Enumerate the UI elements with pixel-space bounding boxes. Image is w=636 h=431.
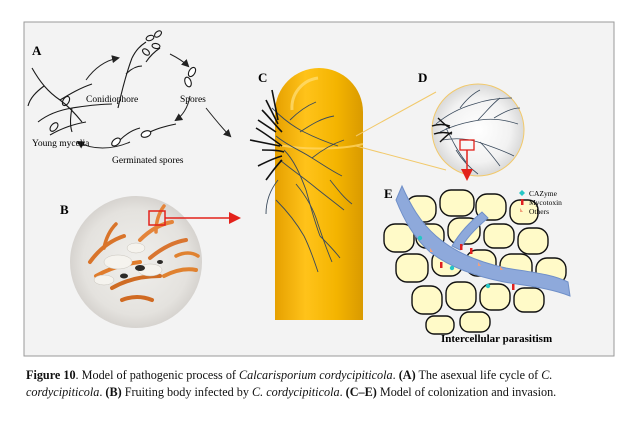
magnified-view bbox=[431, 83, 525, 177]
caption-text-3: The asexual life cycle of bbox=[415, 368, 542, 382]
legend-mycotoxin-marker bbox=[521, 199, 524, 205]
label-conidiophore: Conidiophore bbox=[86, 95, 138, 105]
lifecycle-arrows bbox=[76, 53, 191, 149]
caption-species-short-2: C. cordycipiticola bbox=[252, 385, 340, 399]
conidiophore-drawing bbox=[117, 30, 163, 109]
panel-e-caption: Intercellular parasitism bbox=[441, 333, 552, 345]
panel-d: D bbox=[355, 70, 525, 181]
hyphae-network-c bbox=[265, 101, 353, 273]
panel-b-letter: B bbox=[60, 202, 69, 217]
legend-others-marker bbox=[520, 208, 523, 212]
legend-cazyme-label: CAZyme bbox=[529, 189, 558, 198]
caption-text-6: . bbox=[339, 385, 346, 399]
caption-text-1: . Model of pathogenic process of bbox=[75, 368, 240, 382]
legend-cazyme-marker bbox=[519, 190, 525, 196]
legend-others-label: Others bbox=[529, 207, 549, 216]
secreted-molecules bbox=[417, 235, 515, 290]
panel-d-letter: D bbox=[418, 70, 427, 85]
dark-mycelium-base bbox=[249, 89, 285, 181]
panel-e: E bbox=[383, 184, 571, 345]
panel-a: A bbox=[27, 30, 232, 166]
young-mycelia-drawing bbox=[27, 67, 113, 136]
caption-text-4: . bbox=[99, 385, 106, 399]
panel-e-letter: E bbox=[384, 186, 393, 201]
cylinder-band bbox=[274, 143, 364, 150]
parasitic-hypha bbox=[395, 184, 571, 297]
spores-drawing bbox=[184, 66, 197, 88]
figure-caption: Figure 10. Model of pathogenic process o… bbox=[26, 367, 622, 401]
legend-mycotoxin-label: Mycotoxin bbox=[529, 198, 562, 207]
label-spores: Spores bbox=[180, 95, 206, 105]
dark-mycelium-d bbox=[431, 117, 453, 143]
label-germinated-spores: Germinated spores bbox=[112, 156, 184, 166]
spores-to-c-arrow bbox=[205, 107, 232, 138]
figure-diagram: A bbox=[23, 21, 615, 357]
panel-a-letter: A bbox=[32, 43, 42, 58]
legend-e: CAZyme Mycotoxin Others bbox=[519, 189, 562, 216]
caption-species: Calcarisporium cordycipiticola bbox=[239, 368, 393, 382]
panel-c-letter: C bbox=[258, 70, 267, 85]
caption-ce-ref: (C–E) bbox=[345, 385, 377, 399]
caption-text-5: Fruiting body infected by bbox=[121, 385, 252, 399]
cylinder-highlight bbox=[290, 76, 319, 111]
white-mycelium-patches bbox=[93, 242, 163, 286]
caption-text-2: . bbox=[392, 368, 399, 382]
caption-label: Figure 10 bbox=[26, 368, 76, 382]
hypha-branch bbox=[451, 211, 489, 251]
caption-text-7: Model of colonization and invasion. bbox=[376, 385, 557, 399]
caption-a-ref: (A) bbox=[398, 368, 416, 382]
caption-b-ref: (B) bbox=[105, 385, 122, 399]
label-young-mycelia: Young mycelia bbox=[32, 139, 90, 149]
caption-species-short-1: C. cordycipiticola bbox=[26, 368, 553, 399]
panel-c: C bbox=[249, 68, 364, 320]
panel-b: B bbox=[60, 196, 241, 328]
zoom-lines-c-to-d bbox=[355, 91, 447, 171]
germinated-spores-drawing bbox=[111, 123, 177, 147]
dark-spots bbox=[120, 260, 163, 279]
host-cylinder bbox=[275, 68, 363, 320]
